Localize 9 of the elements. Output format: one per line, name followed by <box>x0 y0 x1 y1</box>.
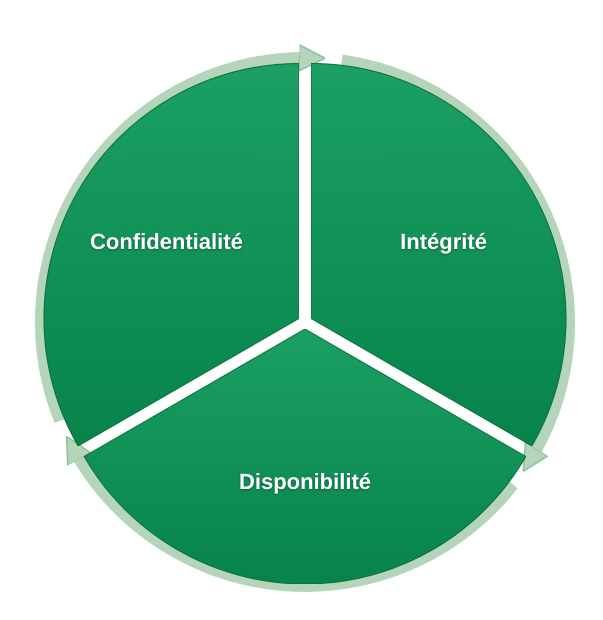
pie-segment <box>311 63 567 446</box>
cycle-arrow <box>340 54 575 473</box>
pie-segment <box>43 63 299 446</box>
pie-segment <box>84 329 526 584</box>
segment-label: Disponibilité <box>239 469 371 495</box>
segment-label: Confidentialité <box>90 229 243 255</box>
cycle-arrow <box>35 44 326 423</box>
cycle-arrow <box>64 436 518 592</box>
segment-label: Intégrité <box>400 229 487 255</box>
